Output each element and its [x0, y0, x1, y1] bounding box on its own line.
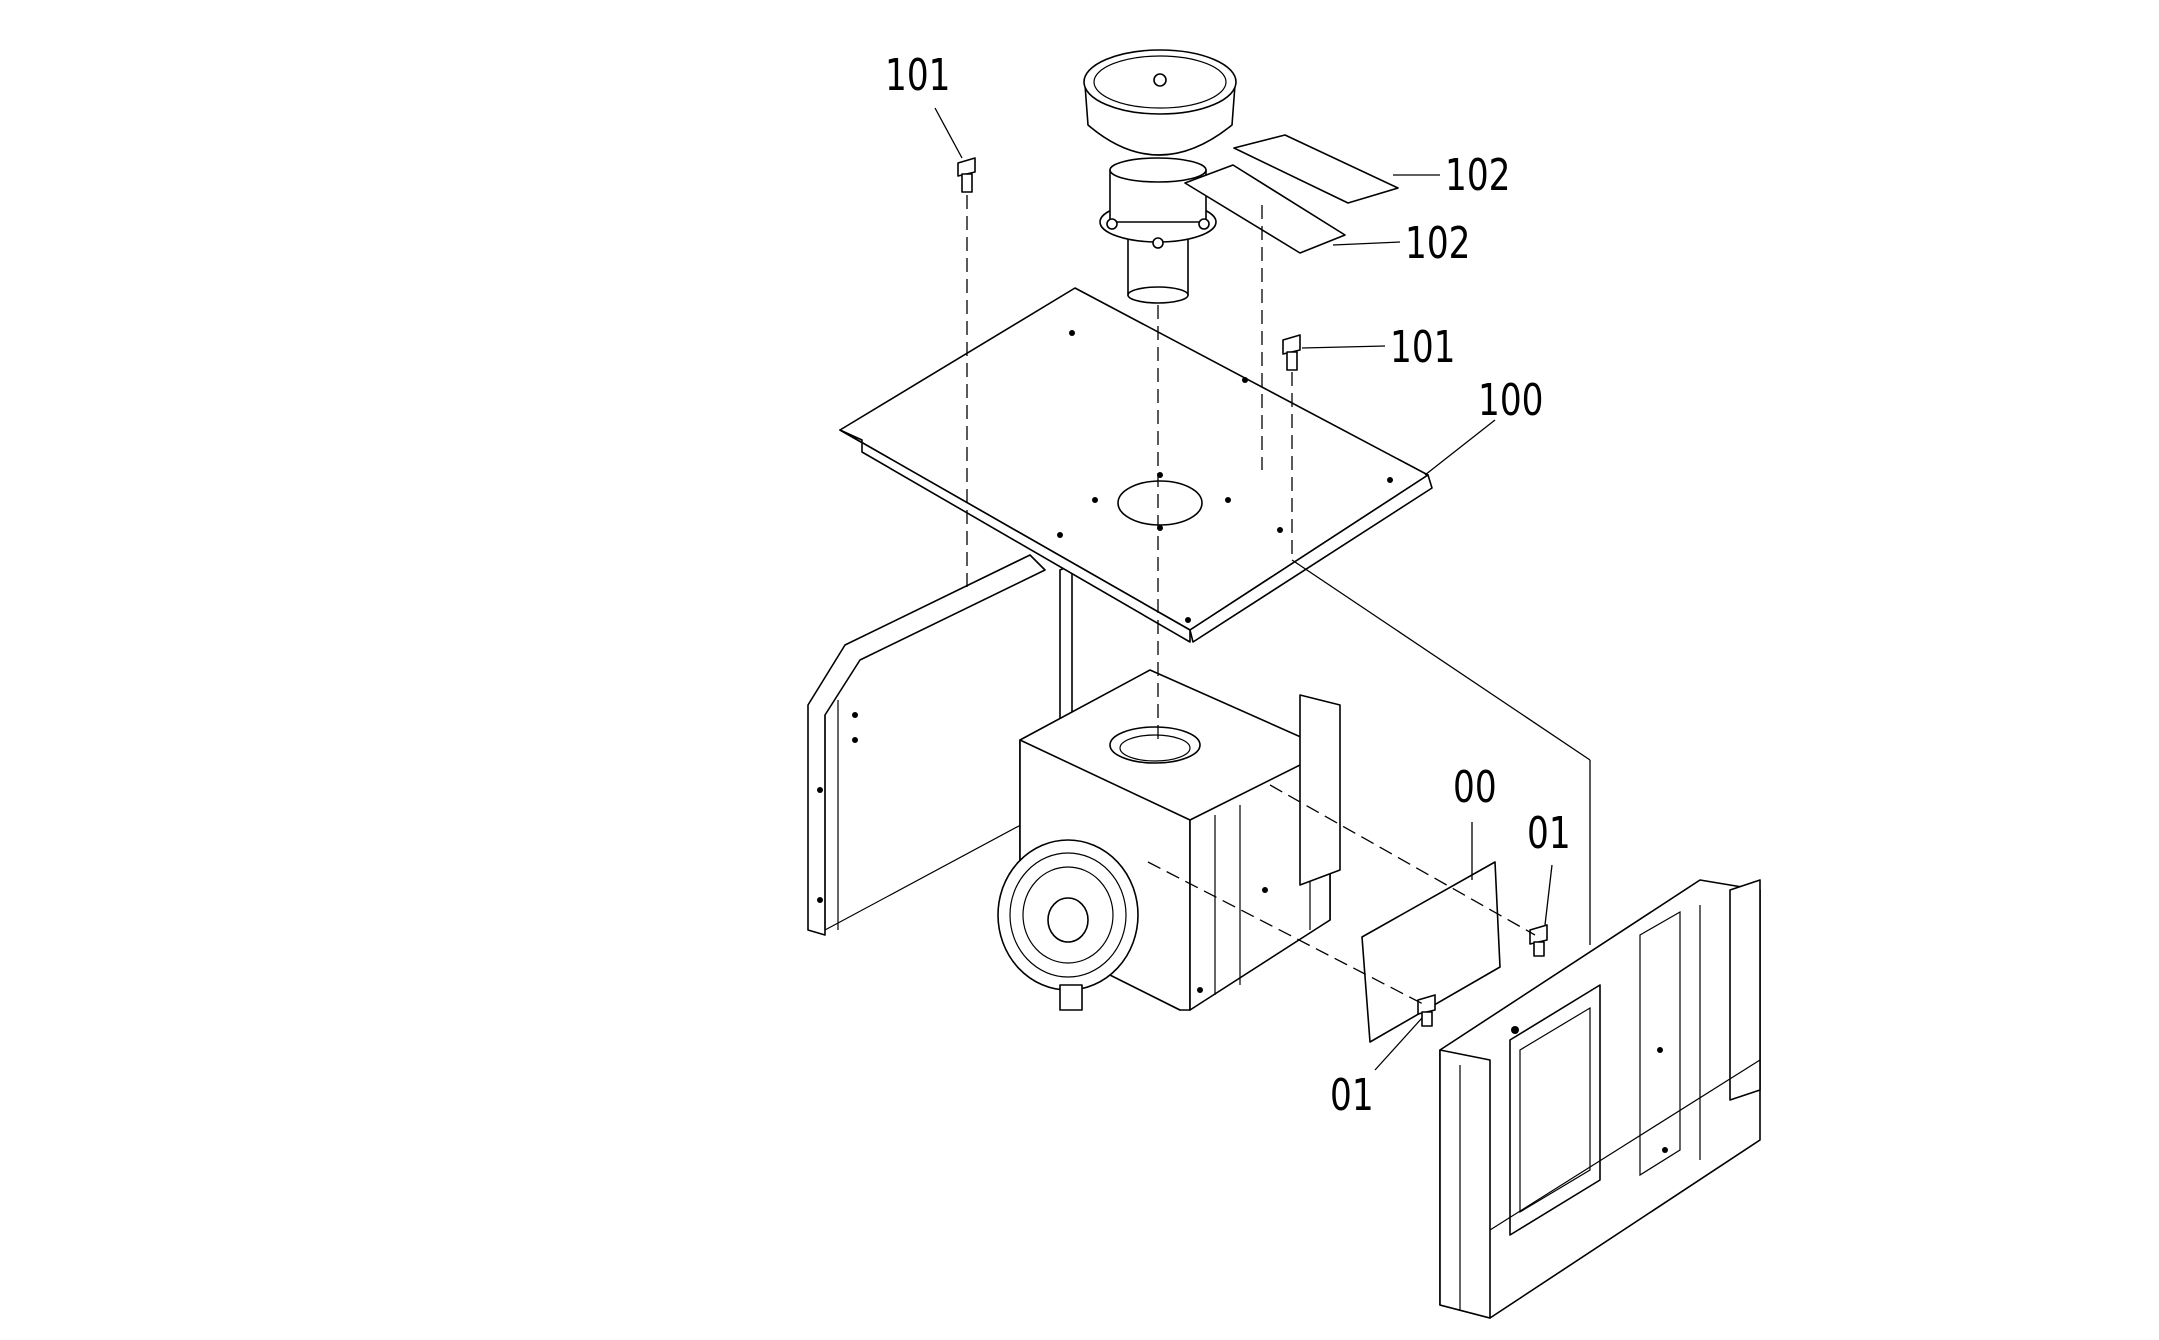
- callout-top-cover-plate: 100: [1478, 375, 1543, 426]
- callout-label-upper: 102: [1445, 150, 1510, 201]
- callout-side-panel: 00: [1453, 762, 1497, 813]
- bolt-left: [1417, 994, 1436, 1027]
- air-intake-breather: [1083, 49, 1237, 304]
- top-cover-plate: [839, 287, 1433, 643]
- callout-label-lower: 102: [1405, 218, 1470, 269]
- bolt-right: [1529, 924, 1548, 957]
- callout-bolt-top-right: 101: [1390, 322, 1455, 373]
- callout-bolt-top-left: 101: [885, 50, 950, 101]
- bolt-top-left: [957, 157, 976, 193]
- leader-lines: [934, 107, 1553, 1071]
- callout-bolt-left: 01: [1330, 1070, 1374, 1121]
- right-front-panel: [1439, 879, 1761, 1319]
- callout-bolt-right: 01: [1527, 808, 1571, 859]
- label-plate-upper: [1233, 134, 1399, 204]
- side-panel-sheet: [1361, 861, 1501, 1043]
- assembly-center-lines: [966, 195, 1591, 1006]
- fan-motor: [997, 839, 1139, 1011]
- left-frame-panel: [807, 554, 1073, 936]
- bolt-top-right: [1282, 334, 1301, 371]
